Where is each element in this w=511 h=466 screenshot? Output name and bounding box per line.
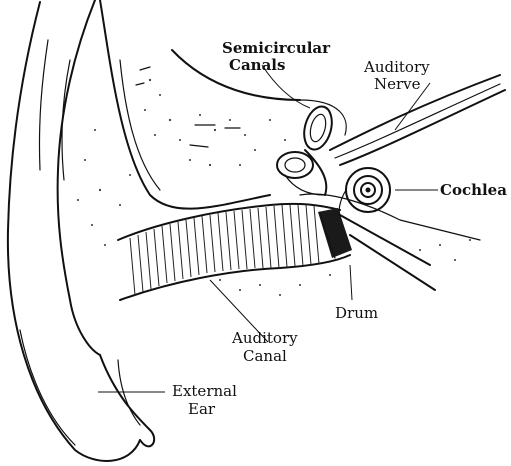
label-drum: Drum xyxy=(335,304,378,322)
label-external-ear-2: Ear xyxy=(188,400,216,418)
leader-drum xyxy=(350,265,352,300)
bone-texture xyxy=(77,67,471,296)
skull-outline xyxy=(100,0,346,209)
label-semicircular-canals-2: Canals xyxy=(229,56,285,74)
label-auditory-nerve-2: Nerve xyxy=(374,75,421,93)
cochlea-spiral xyxy=(339,168,390,215)
label-auditory-nerve-1: Auditory xyxy=(363,58,430,76)
label-external-ear-1: External xyxy=(172,382,237,400)
label-auditory-canal-2: Canal xyxy=(243,347,287,365)
label-cochlea: Cochlea xyxy=(440,181,507,199)
label-semicircular-canals-1: Semicircular xyxy=(222,39,331,57)
auditory-canal xyxy=(118,204,350,300)
eustachian-tube xyxy=(300,194,480,290)
label-auditory-canal-1: Auditory xyxy=(231,329,298,347)
semicircular-canals xyxy=(277,103,336,195)
ear-drum xyxy=(318,208,352,258)
